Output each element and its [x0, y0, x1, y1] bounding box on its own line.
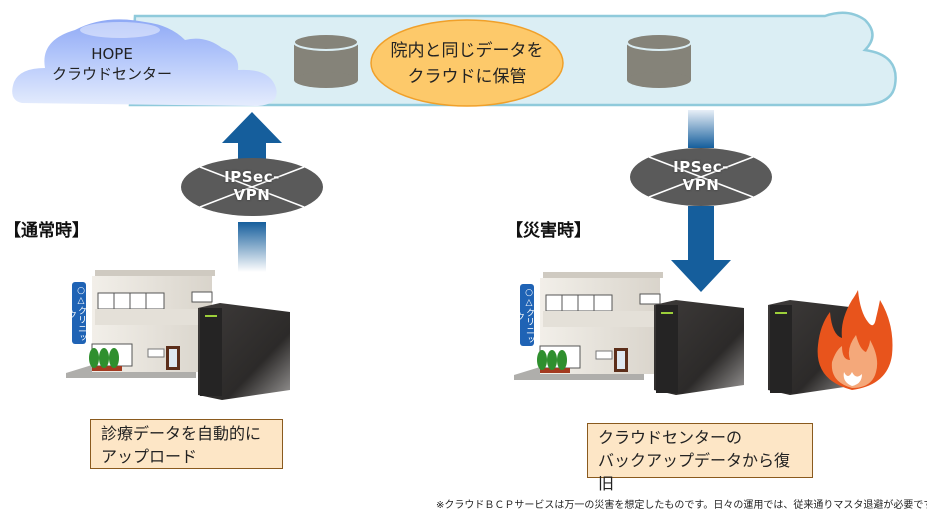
section-title-normal: 【通常時】 [4, 221, 89, 241]
vpn-label-disaster: IPSec- VPN [641, 158, 761, 194]
restore-arrow-icon [671, 110, 731, 292]
footnote: ※クラウドＢＣＰサービスは万一の災害を想定したものです。日々の運用では、従来通り… [436, 500, 927, 511]
normal-caption-line2: アップロード [101, 447, 198, 466]
cloud-title-line2: クラウドセンター [52, 65, 173, 83]
storage-message-line2: クラウドに保管 [407, 67, 527, 87]
cloud-center-label: HOPE クラウドセンター [52, 44, 172, 84]
section-title-disaster: 【災害時】 [506, 221, 591, 241]
clinic-sign: ○△クリニック [514, 288, 534, 344]
database-icon [293, 33, 359, 88]
disaster-caption-line2: バックアップデータから復旧 [598, 451, 791, 493]
clinic-sign: ○△クリニック [66, 286, 86, 342]
fire-icon [817, 290, 893, 390]
vpn-label-normal: IPSec- VPN [192, 168, 312, 204]
storage-message: 院内と同じデータを クラウドに保管 [372, 38, 562, 90]
cloud-title-line1: HOPE [91, 45, 133, 63]
storage-message-line1: 院内と同じデータを [390, 41, 544, 61]
clinic-building-icon [514, 272, 663, 380]
vpn-line1: IPSec- [673, 158, 729, 176]
vpn-tunnel-icon [630, 148, 772, 206]
database-icon [626, 33, 692, 88]
vpn-tunnel-icon [181, 158, 323, 216]
hope-cloud-icon [12, 19, 277, 107]
clinic-building-icon [66, 270, 215, 378]
normal-caption-box: 診療データを自動的に アップロード [90, 419, 283, 469]
upload-arrow-icon [222, 112, 282, 272]
normal-caption-line1: 診療データを自動的に [101, 424, 262, 443]
disaster-caption-line1: クラウドセンターの [598, 428, 743, 447]
disaster-caption-box: クラウドセンターの バックアップデータから復旧 [587, 423, 813, 493]
vpn-line2: VPN [233, 186, 271, 204]
storage-message-bubble [370, 19, 564, 107]
vpn-line1: IPSec- [224, 168, 280, 186]
server-icon [654, 300, 744, 395]
vpn-line2: VPN [682, 176, 720, 194]
server-icon [198, 303, 290, 400]
